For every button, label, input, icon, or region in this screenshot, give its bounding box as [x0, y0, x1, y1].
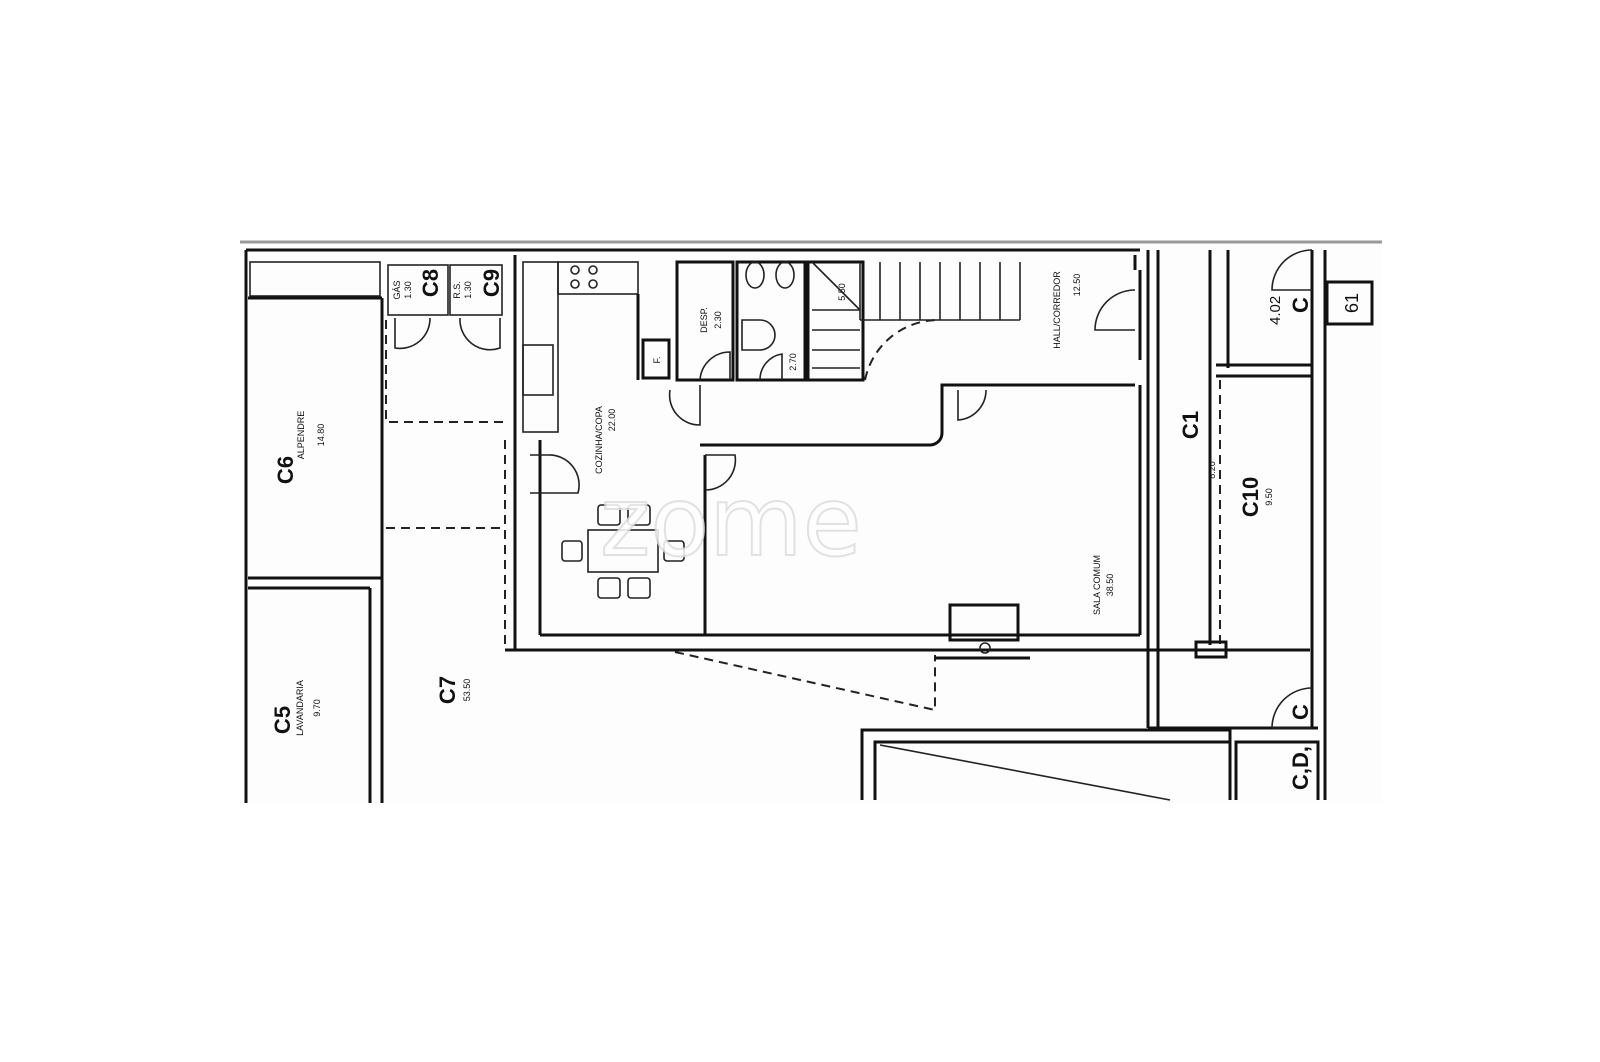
desp-area: 2.30: [713, 311, 723, 329]
kitchen-area: 22.00: [607, 409, 617, 432]
plan-sheet: [240, 241, 1382, 803]
room-c7-code: C7: [435, 676, 460, 704]
hall-area: 12.50: [1072, 274, 1082, 297]
mark-c-top: C: [1288, 297, 1313, 313]
mark-c-bottom: C: [1288, 704, 1313, 720]
desp-name: DESP.: [699, 307, 709, 333]
lot-number: 61: [1342, 293, 1362, 313]
room-c10-area: 9.50: [1264, 488, 1274, 506]
room-c1-code: C1: [1178, 411, 1203, 439]
room-c5-code: C5: [270, 706, 295, 734]
room-c1-area: 8.20: [1207, 461, 1217, 479]
room-c6-area: 14.80: [316, 424, 326, 447]
fridge-label: F.: [652, 356, 662, 363]
room-labels: C6 ALPENDRE 14.80 C5 LAVANDARIA 9.70 C7 …: [270, 269, 1362, 790]
living-area: 38.50: [1105, 574, 1115, 597]
room-c9-code: C9: [479, 269, 504, 297]
watermark-logo: zome: [600, 466, 862, 578]
room-c9-area: 1.30: [463, 281, 473, 299]
kitchen-name: COZINHA/COPA: [594, 406, 604, 474]
wc-area: 2.70: [788, 353, 798, 371]
mark-c-top-note: 4.02: [1267, 296, 1284, 325]
room-c6-code: C6: [273, 456, 298, 484]
walls: [244, 248, 1374, 803]
room-c5-name: LAVANDARIA: [295, 680, 305, 736]
room-c10-code: C10: [1238, 477, 1263, 517]
room-c8-area: 1.30: [403, 281, 413, 299]
mark-cd: C,D,: [1288, 746, 1313, 790]
living-name: SALA COMUM: [1092, 555, 1102, 615]
room-c9-name: R.S.: [452, 281, 462, 299]
room-c5-area: 9.70: [312, 699, 322, 717]
room-c8-code: C8: [418, 269, 443, 297]
stairs-area: 5.50: [837, 283, 847, 301]
room-c8-name: GÁS: [392, 280, 402, 299]
room-c7-area: 53.50: [462, 679, 472, 702]
hall-name: HALL/CORREDOR: [1052, 271, 1062, 349]
room-c6-name: ALPENDRE: [296, 411, 306, 460]
